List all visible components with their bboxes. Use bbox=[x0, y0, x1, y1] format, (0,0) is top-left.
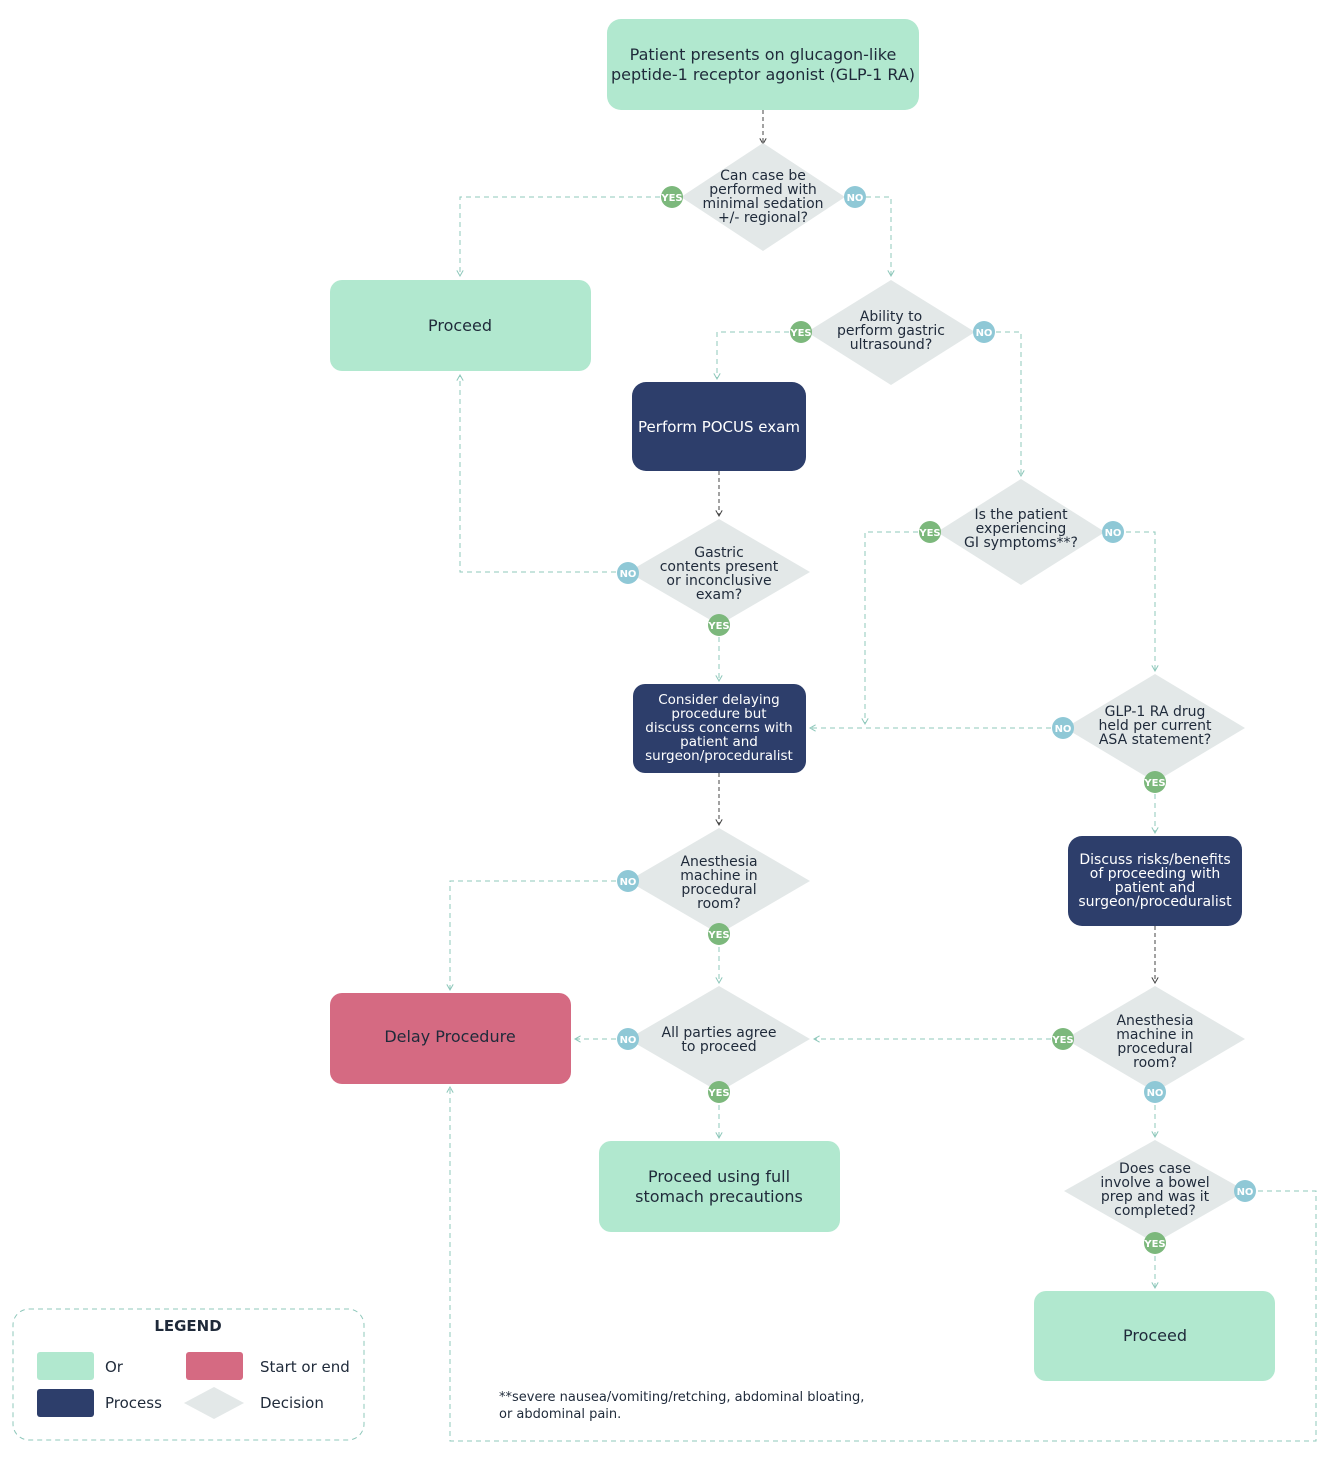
legend-decision-label: Decision bbox=[260, 1394, 324, 1412]
connector-gi-no bbox=[1126, 531, 1159, 673]
legend-process-label: Process bbox=[105, 1394, 162, 1412]
svg-text:NO: NO bbox=[976, 328, 993, 339]
connector-q2-yes bbox=[713, 331, 789, 381]
badge-yes: YES bbox=[789, 321, 812, 343]
legend: LEGEND Or Start or end Process Decision bbox=[12, 1308, 365, 1441]
badge-yes: YES bbox=[707, 614, 730, 636]
badge-yes: YES bbox=[660, 186, 683, 208]
connectors bbox=[446, 110, 1317, 1442]
legend-or-label: Or bbox=[105, 1358, 124, 1376]
badge-no: NO bbox=[1234, 1180, 1256, 1202]
legend-or-swatch bbox=[37, 1352, 94, 1380]
badge-no: NO bbox=[617, 1028, 639, 1050]
svg-text:YES: YES bbox=[660, 193, 682, 204]
svg-text:NO: NO bbox=[620, 1035, 637, 1046]
svg-text:YES: YES bbox=[918, 528, 940, 539]
node-pocus-text: Perform POCUS exam bbox=[638, 418, 800, 436]
badge-no: NO bbox=[973, 321, 995, 343]
connector-q2-no bbox=[996, 331, 1025, 478]
connector-bowel-no bbox=[446, 1085, 1317, 1442]
badge-yes: YES bbox=[1143, 771, 1166, 793]
badge-no: NO bbox=[617, 870, 639, 892]
node-proceed-1: Proceed bbox=[330, 280, 591, 371]
connector-q1-no bbox=[866, 196, 895, 278]
svg-text:YES: YES bbox=[1143, 778, 1165, 789]
connector-anes-left-no bbox=[446, 880, 616, 992]
node-proceed-1-text: Proceed bbox=[428, 316, 492, 335]
badge-yes: YES bbox=[1051, 1028, 1074, 1050]
footnote: **severe nausea/vomiting/retching, abdom… bbox=[499, 1390, 864, 1422]
node-delay: Delay Procedure bbox=[330, 993, 571, 1084]
connector-q1-yes bbox=[456, 196, 660, 278]
node-proceed-2-text: Proceed bbox=[1123, 1326, 1187, 1345]
svg-text:YES: YES bbox=[707, 930, 729, 941]
legend-title: LEGEND bbox=[154, 1317, 221, 1335]
svg-text:NO: NO bbox=[1237, 1187, 1254, 1198]
svg-text:NO: NO bbox=[1055, 724, 1072, 735]
connector-gi-yes bbox=[861, 531, 918, 726]
node-pocus: Perform POCUS exam bbox=[632, 382, 806, 471]
badge-no: NO bbox=[1102, 521, 1124, 543]
badges: YES NO YES NO YES NO NO YES NO YES NO YE… bbox=[617, 186, 1256, 1254]
connector-gastric-no bbox=[456, 373, 616, 573]
svg-text:NO: NO bbox=[620, 877, 637, 888]
badge-yes: YES bbox=[707, 923, 730, 945]
svg-text:YES: YES bbox=[707, 621, 729, 632]
svg-text:NO: NO bbox=[847, 193, 864, 204]
badge-no: NO bbox=[844, 186, 866, 208]
svg-text:NO: NO bbox=[1105, 528, 1122, 539]
badge-yes: YES bbox=[1143, 1232, 1166, 1254]
badge-no: NO bbox=[1052, 717, 1074, 739]
legend-decision-swatch bbox=[184, 1387, 244, 1419]
badge-yes: YES bbox=[707, 1081, 730, 1103]
badge-yes: YES bbox=[918, 521, 941, 543]
legend-start-end-swatch bbox=[186, 1352, 243, 1380]
svg-text:YES: YES bbox=[1051, 1035, 1073, 1046]
badge-no: NO bbox=[617, 562, 639, 584]
node-proceed-2: Proceed bbox=[1034, 1291, 1275, 1381]
badge-no: NO bbox=[1144, 1081, 1166, 1103]
node-delay-text: Delay Procedure bbox=[384, 1027, 515, 1046]
svg-text:NO: NO bbox=[1147, 1088, 1164, 1099]
svg-text:NO: NO bbox=[620, 569, 637, 580]
legend-process-swatch bbox=[37, 1389, 94, 1417]
legend-start-end-label: Start or end bbox=[260, 1358, 350, 1376]
svg-text:YES: YES bbox=[1143, 1239, 1165, 1250]
svg-text:YES: YES bbox=[789, 328, 811, 339]
svg-text:YES: YES bbox=[707, 1088, 729, 1099]
